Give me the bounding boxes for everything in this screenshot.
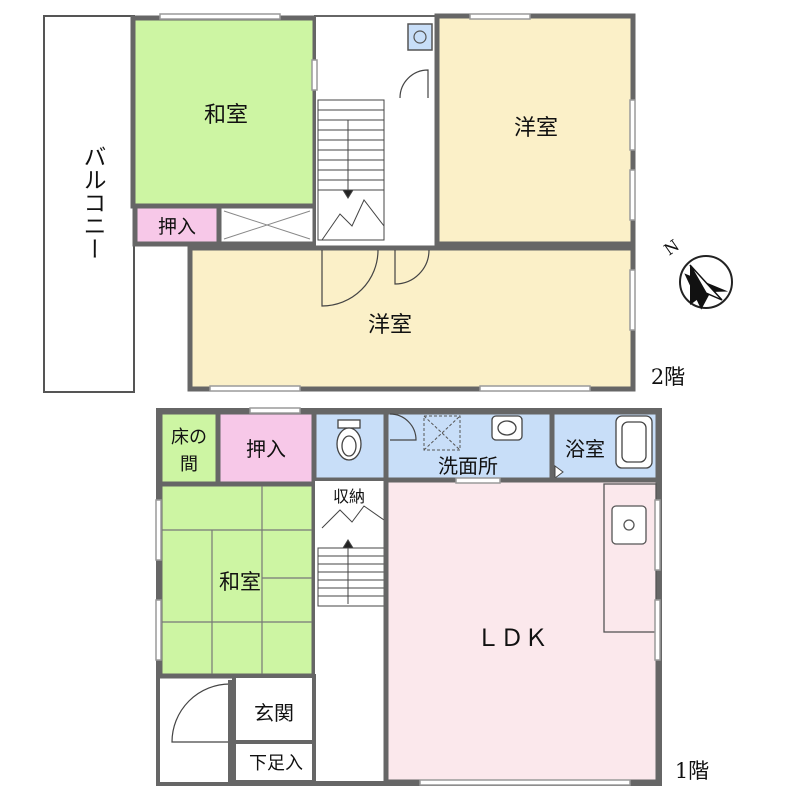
- room-ldk-label: ＬＤＫ: [476, 624, 548, 652]
- floor-1: 床の 間 押入 和室 洗面所: [155, 407, 709, 786]
- room-washitsu-2f: [130, 15, 318, 209]
- balcony-label: バルコニー: [79, 145, 106, 260]
- floor-2-label: 2階: [651, 365, 685, 389]
- hall-1f: [313, 479, 387, 783]
- room-washitsu-1f-label: 和室: [219, 570, 261, 594]
- room-youshitsu-2f-s: [187, 245, 636, 392]
- room-youshitsu-2f-ne: [434, 13, 636, 247]
- washbasin-icon: [491, 415, 523, 441]
- room-oshiire-2f-label: 押入: [158, 216, 196, 238]
- room-shuno-label: 収納: [333, 487, 365, 506]
- stairs-2f: [317, 99, 385, 241]
- toilet-icon: [336, 419, 362, 461]
- room-youshitsu-2f-s-label: 洋室: [368, 313, 412, 338]
- hall-2f: [314, 15, 438, 249]
- room-washitsu-2f-label: 和室: [204, 103, 248, 128]
- room-getabako: [232, 740, 316, 784]
- north-arrow-icon: N: [660, 236, 733, 310]
- room-youshitsu-2f-ne-label: 洋室: [514, 116, 558, 141]
- kitchen-counter: [603, 483, 657, 633]
- room-tokonoma-label-2: 間: [180, 454, 198, 475]
- room-genkan: [232, 674, 316, 744]
- room-genkan-label: 玄関: [254, 701, 294, 725]
- floor-1-label: 1階: [675, 759, 709, 783]
- room-senmenjo-label: 洗面所: [438, 454, 498, 478]
- floor-2: バルコニー 和室 押入 洋: [43, 13, 685, 393]
- sink-icon: [407, 23, 433, 51]
- bathtub-icon: [615, 415, 653, 469]
- room-oshiire-1f-label: 押入: [246, 437, 286, 461]
- room-oshiire-2f: [132, 203, 222, 247]
- compass-letter: N: [660, 236, 682, 260]
- room-yokushitsu-label: 浴室: [565, 437, 605, 461]
- balcony: [43, 15, 135, 393]
- room-getabako-label: 下足入: [249, 753, 303, 774]
- room-tokonoma-label-1: 床の: [171, 427, 207, 448]
